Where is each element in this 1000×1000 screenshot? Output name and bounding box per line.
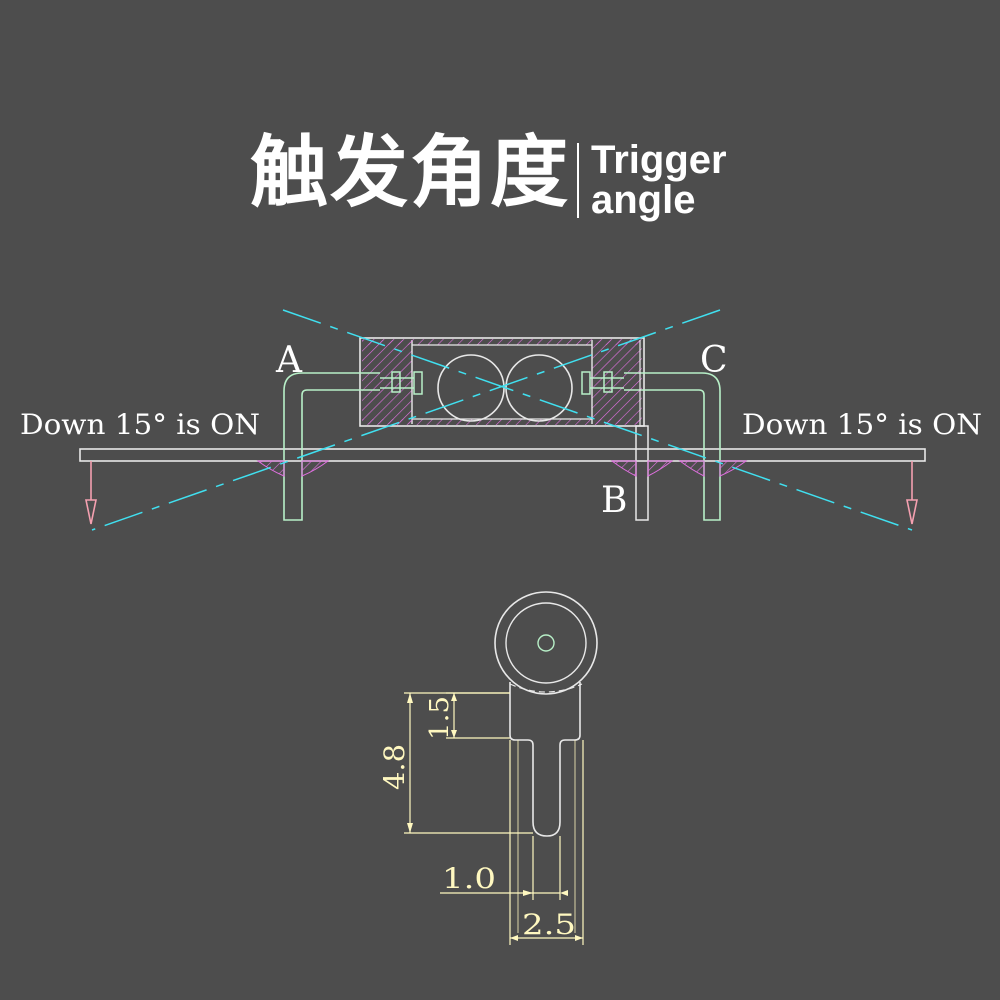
lead-a <box>283 372 380 521</box>
down-arrow-left <box>85 461 97 525</box>
dimension-arrowheads <box>407 693 583 941</box>
dimension-1-0: 1.0 <box>442 862 496 895</box>
label-a: A <box>275 340 303 381</box>
dimension-4-8: 4.8 <box>378 744 411 790</box>
lead-center-hole <box>537 634 555 652</box>
down-arrow-right <box>906 461 918 525</box>
switch-housing <box>359 337 645 427</box>
lead-inner-circle <box>505 602 587 684</box>
contact-left <box>380 371 423 395</box>
side-view: A B C Down 15° is ON Down 15° is ON <box>20 309 982 531</box>
label-b: B <box>601 480 627 521</box>
lead-hidden-edge <box>509 683 583 693</box>
title-chinese: 触发角度 <box>250 128 571 218</box>
label-c: C <box>700 340 728 381</box>
solder-joints <box>256 460 748 477</box>
contact-right <box>581 371 624 395</box>
rolling-ball-left <box>437 354 505 422</box>
dimension-1-5: 1.5 <box>425 696 455 740</box>
mounting-plate <box>79 448 926 462</box>
title-english-line-2: angle <box>591 178 696 222</box>
title-english: Trigger angle <box>591 140 727 220</box>
tilt-axis-lines <box>91 309 913 531</box>
lead-c <box>624 372 721 521</box>
lead-outline <box>509 682 581 837</box>
dimension-2-5: 2.5 <box>522 908 576 941</box>
note-left: Down 15° is ON <box>20 408 260 441</box>
title-divider <box>577 143 579 218</box>
lead-body-circle <box>494 591 598 695</box>
title-block: 触发角度 Trigger angle <box>0 0 1000 260</box>
title-english-line-1: Trigger <box>591 138 727 182</box>
dimension-lines <box>404 692 584 945</box>
lead-b <box>635 425 649 521</box>
lead-detail-view: 4.8 1.5 1.0 2.5 <box>378 591 598 945</box>
note-right: Down 15° is ON <box>742 408 982 441</box>
